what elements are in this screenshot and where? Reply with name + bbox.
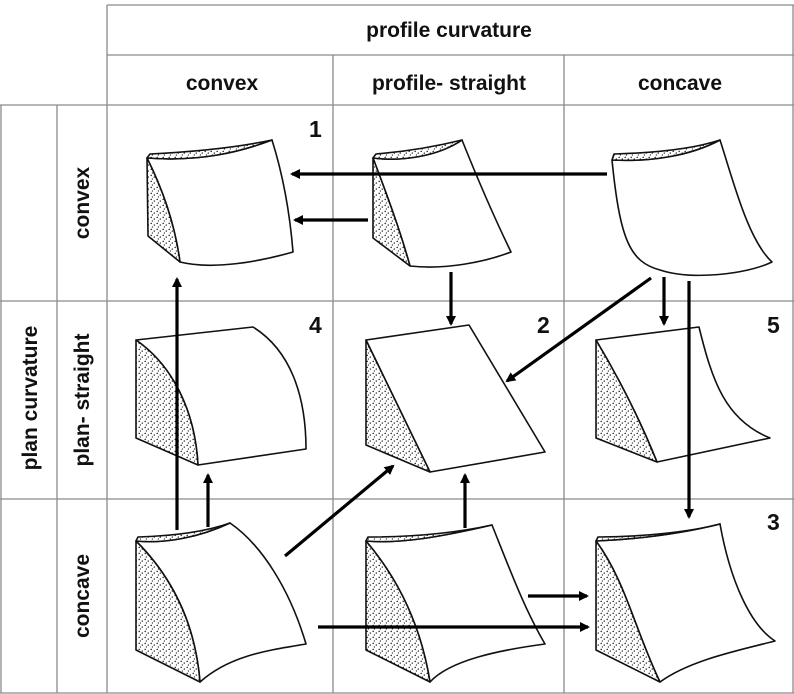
transition-arrows	[172, 169, 694, 632]
arrow-diagonal-to-cell-2	[505, 276, 652, 383]
row-header-plan-straight: plan- straight	[71, 333, 94, 466]
table-grid	[0, 4, 794, 694]
landform-block-convex-convex	[146, 139, 294, 267]
cell-number-3: 3	[767, 509, 780, 535]
plan-curvature-title: plan curvature	[19, 326, 42, 471]
cell-number-1: 1	[309, 116, 322, 142]
landform-block-concave-convex	[135, 522, 307, 683]
row-header-concave: concave	[71, 554, 94, 638]
landform-block-straight-straight	[365, 324, 546, 473]
landform-block-concave-straight	[365, 524, 546, 683]
row-header-convex: convex	[71, 166, 94, 239]
column-header-concave: concave	[638, 72, 722, 95]
landform-block-convex-concave	[611, 139, 773, 277]
profile-curvature-title: profile curvature	[366, 19, 532, 42]
landform-block-convex-straight	[372, 139, 512, 268]
arrow-diagonal-up-to-cell-2	[283, 464, 395, 558]
cell-number-4: 4	[309, 312, 322, 338]
cell-number-2: 2	[537, 312, 550, 338]
column-header-convex: convex	[186, 72, 259, 95]
landform-block-concave-concave	[595, 523, 776, 683]
landform-block-straight-convex	[135, 326, 307, 466]
landform-block-straight-concave	[595, 326, 771, 463]
column-header-profile-straight: profile- straight	[372, 72, 526, 95]
cell-number-5: 5	[767, 312, 780, 338]
